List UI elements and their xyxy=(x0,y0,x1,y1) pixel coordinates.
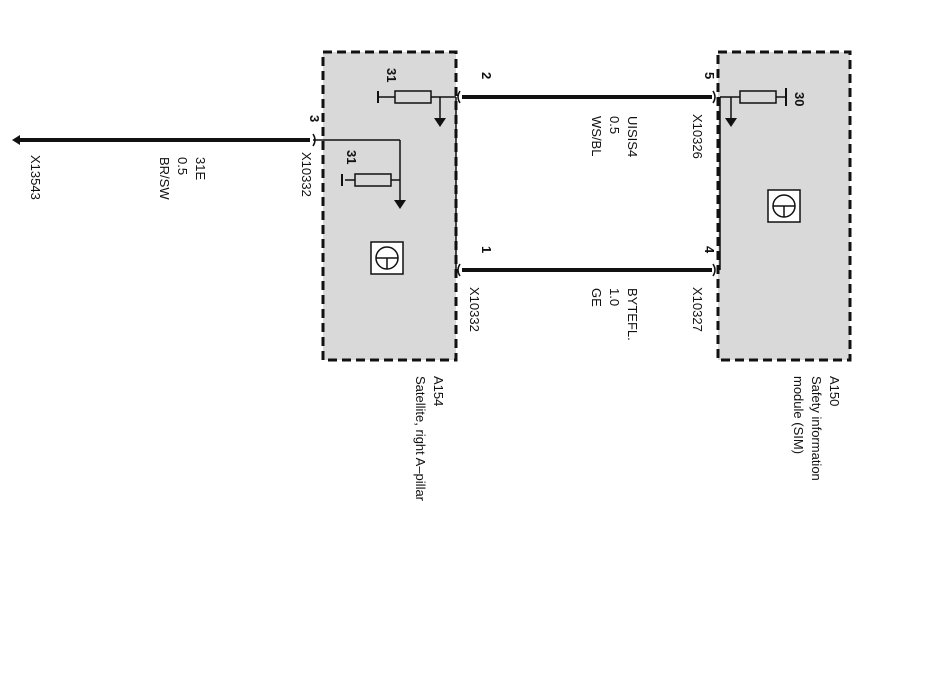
a150-connector-bottom-label: X10327 xyxy=(690,287,705,332)
wire-top-color: WS/BL xyxy=(589,116,604,156)
a154-satellite-box xyxy=(321,50,458,362)
a154-inner-resistor-icon xyxy=(313,139,406,209)
wire-left-color: BR/SW xyxy=(157,157,172,200)
a154-connector-left-label: X10332 xyxy=(299,152,314,197)
connector-a150-bottom xyxy=(712,263,716,277)
a150-code: A150 xyxy=(827,376,842,406)
a154-pin-left: 3 xyxy=(307,115,322,122)
a150-pin-bottom: 4 xyxy=(702,246,717,254)
a150-connector-top-label: X10326 xyxy=(690,114,705,159)
wire-left-signal: 31E xyxy=(193,157,208,180)
connector-a150-top xyxy=(712,90,716,104)
a154-ground-inner-label: 31 xyxy=(344,150,359,164)
a154-ground-top-label: 31 xyxy=(384,68,399,82)
wire-top-signal: UISIS4 xyxy=(625,116,640,157)
a150-name-line2: module (SIM) xyxy=(791,376,806,454)
wire-top-size: 0.5 xyxy=(607,116,622,134)
a154-module-symbol-icon xyxy=(370,241,404,275)
a154-code: A154 xyxy=(431,376,446,406)
a150-resistor-icon xyxy=(720,88,787,127)
a154-pin-top: 2 xyxy=(479,72,494,79)
wire-bottom-size: 1.0 xyxy=(607,288,622,306)
a154-pin-bottom: 1 xyxy=(479,246,494,253)
wire-bottom-color: GE xyxy=(589,288,604,307)
a150-name-line1: Safety information xyxy=(809,376,824,481)
a150-supply-label: 30 xyxy=(792,92,807,106)
ground-point-label: X13543 xyxy=(28,155,43,200)
connector-a154-top xyxy=(457,90,461,104)
a154-connector-bottom-label: X10332 xyxy=(467,287,482,332)
a154-name: Satellite, right A–pillar xyxy=(413,376,428,502)
wire-left-size: 0.5 xyxy=(175,157,190,175)
wire-bottom-signal: BYTEFL. xyxy=(625,288,640,341)
a150-pin-top: 5 xyxy=(702,72,717,79)
connector-a154-bottom xyxy=(457,263,461,277)
ground-point-marker xyxy=(12,135,20,145)
a154-top-resistor-icon xyxy=(377,90,456,127)
a150-module-symbol-icon xyxy=(767,189,801,223)
